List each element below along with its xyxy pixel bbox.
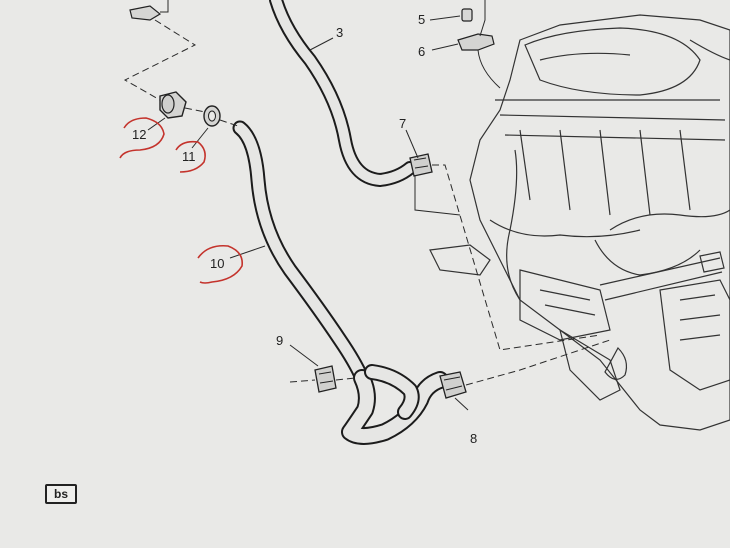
circle-mark-12 bbox=[119, 117, 165, 159]
circle-mark-10 bbox=[197, 244, 244, 284]
clamp-7 bbox=[409, 153, 433, 177]
callout-10: 10 bbox=[210, 256, 224, 271]
part-11 bbox=[203, 105, 221, 127]
connector-part bbox=[129, 5, 162, 21]
clamp-9 bbox=[314, 365, 337, 393]
callout-5: 5 bbox=[418, 12, 425, 27]
circle-mark-11 bbox=[175, 140, 206, 173]
connection-lines bbox=[123, 19, 611, 386]
clamp-8 bbox=[439, 371, 467, 399]
engine-assembly bbox=[429, 14, 730, 431]
callout-7: 7 bbox=[399, 116, 406, 131]
hose-10 bbox=[232, 120, 449, 445]
part-12 bbox=[159, 91, 187, 119]
bracket-parts bbox=[457, 0, 501, 89]
callout-11: 11 bbox=[182, 149, 196, 164]
leader-lines bbox=[147, 15, 469, 411]
red-markings bbox=[119, 117, 244, 284]
callout-6: 6 bbox=[418, 44, 425, 59]
hose-3 bbox=[269, 0, 417, 187]
callout-8: 8 bbox=[470, 431, 477, 446]
corner-code-box: bs bbox=[45, 484, 77, 504]
callout-9: 9 bbox=[276, 333, 283, 348]
callout-12: 12 bbox=[132, 127, 146, 142]
callout-3: 3 bbox=[336, 25, 343, 40]
